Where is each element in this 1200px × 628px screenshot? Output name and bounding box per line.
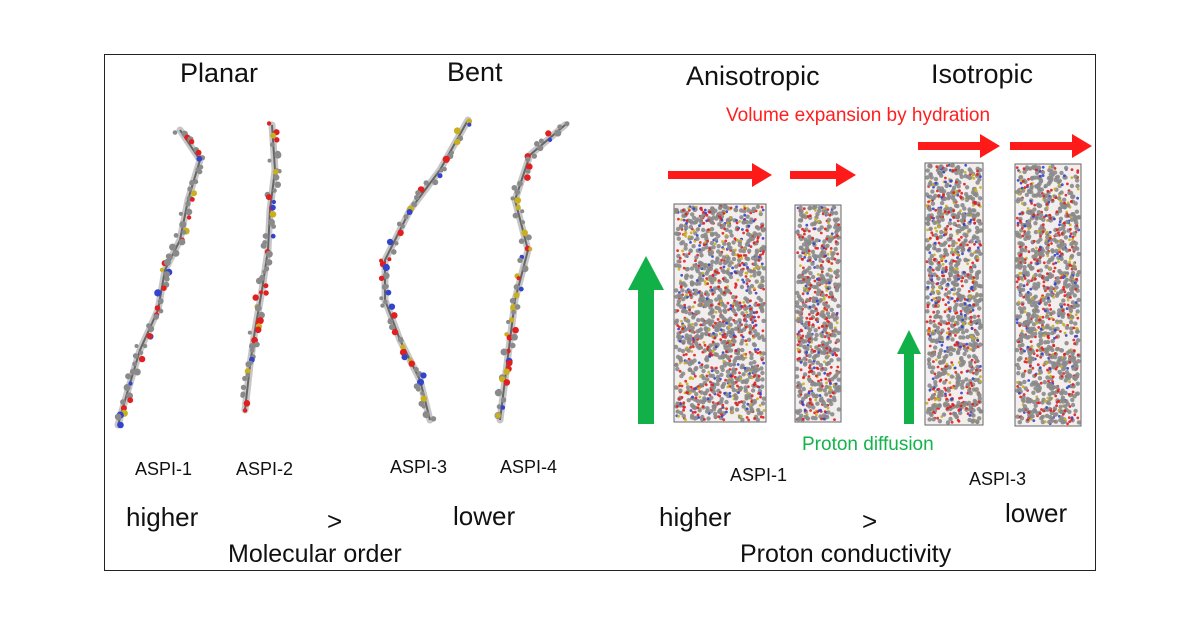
red-arrow-1 (668, 163, 772, 187)
simulation-boxes (673, 162, 1082, 427)
proton-conductivity-gt: > (862, 506, 878, 536)
molecular-order-gt: > (327, 506, 343, 536)
molecule-aspi-3 (378, 116, 473, 424)
simulation-box-aspi-1-hydrated (794, 204, 842, 423)
proton-conductivity-label: Proton conductivity (740, 540, 952, 568)
label-box-aspi-1: ASPI-1 (730, 465, 788, 485)
label-aspi-2: ASPI-2 (236, 459, 294, 479)
simulation-box-aspi-3-dry (924, 162, 984, 426)
simulation-box-aspi-1-dry (673, 203, 767, 423)
label-aspi-1: ASPI-1 (135, 459, 193, 479)
green-arrow-large (628, 256, 664, 424)
molecule-aspi-2 (240, 121, 282, 414)
label-box-aspi-3: ASPI-3 (969, 469, 1027, 489)
red-arrow-3 (918, 134, 1000, 158)
arrows (628, 134, 1092, 424)
label-aspi-4: ASPI-4 (500, 457, 558, 477)
molecule-structures (114, 116, 570, 429)
label-aspi-3: ASPI-3 (390, 457, 448, 477)
molecular-order-label: Molecular order (228, 540, 402, 568)
proton-conductivity-lower: lower (1005, 498, 1068, 528)
simulation-box-aspi-3-hydrated (1014, 163, 1082, 427)
heading-bent: Bent (447, 57, 503, 87)
volume-expansion-label: Volume expansion by hydration (726, 105, 991, 126)
red-arrow-2 (790, 163, 856, 187)
proton-diffusion-label: Proton diffusion (802, 434, 934, 455)
heading-anisotropic: Anisotropic (686, 61, 820, 91)
proton-conductivity-higher: higher (659, 502, 732, 532)
green-arrow-small (897, 330, 921, 424)
molecular-order-lower: lower (453, 501, 516, 531)
figure-frame (104, 54, 1096, 571)
molecule-aspi-4 (494, 121, 570, 424)
molecule-aspi-1 (114, 126, 206, 429)
red-arrow-4 (1010, 134, 1092, 158)
molecular-order-higher: higher (126, 502, 199, 532)
heading-isotropic: Isotropic (931, 59, 1034, 89)
heading-planar: Planar (180, 58, 259, 88)
